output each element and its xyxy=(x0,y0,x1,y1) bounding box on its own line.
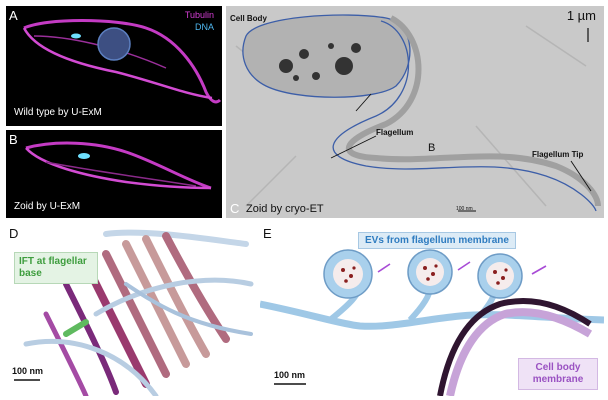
ift-label: IFT at flagellar base xyxy=(19,256,87,279)
panel-a: A Tubulin DNA Wild type by U-ExM xyxy=(6,6,222,126)
label-b: B xyxy=(428,142,436,154)
legend-tubulin: Tubulin xyxy=(184,10,214,20)
ift-label-box: IFT at flagellar base xyxy=(14,252,98,284)
panel-d-letter: D xyxy=(9,226,19,241)
scale-bar-label: 1 µm xyxy=(566,8,596,23)
panel-a-caption: Wild type by U-ExM xyxy=(14,107,102,118)
panel-e-image xyxy=(260,249,604,396)
label-flagellum-tip: Flagellum Tip xyxy=(532,150,584,159)
panel-c-image xyxy=(226,6,604,218)
panel-b-letter: B xyxy=(9,132,18,147)
panel-c-caption: Zoid by cryo-ET xyxy=(246,203,324,215)
label-flagellum: Flagellum xyxy=(376,128,414,137)
panel-c: Cell Body Flagellum Flagellum Tip B 1 µm… xyxy=(226,6,604,218)
panel-b-image xyxy=(25,141,212,190)
ev-label-box: EVs from flagellum membrane xyxy=(358,232,516,249)
small-scale-label: 100 nm xyxy=(456,206,473,212)
cell-body-label: Cell body membrane xyxy=(532,362,584,385)
panel-e: E EVs from flagellum membrane Cell body … xyxy=(260,224,604,396)
panel-d-scale-label: 100 nm xyxy=(12,366,44,376)
panel-e-letter: E xyxy=(263,226,272,241)
panel-b: B Zoid by U-ExM xyxy=(6,130,222,218)
panel-a-image xyxy=(22,19,222,104)
panel-c-letter: C xyxy=(230,201,240,216)
label-cell-body: Cell Body xyxy=(230,14,267,23)
panel-b-caption: Zoid by U-ExM xyxy=(14,201,81,212)
panel-d: D IFT at flagellar base 100 nm xyxy=(6,224,256,396)
ev-label: EVs from flagellum membrane xyxy=(365,235,509,246)
panel-d-image xyxy=(14,229,254,396)
panel-e-scale-label: 100 nm xyxy=(274,370,306,380)
cell-body-label-box: Cell body membrane xyxy=(518,358,598,390)
panel-a-letter: A xyxy=(9,8,18,23)
legend-dna: DNA xyxy=(194,22,214,32)
